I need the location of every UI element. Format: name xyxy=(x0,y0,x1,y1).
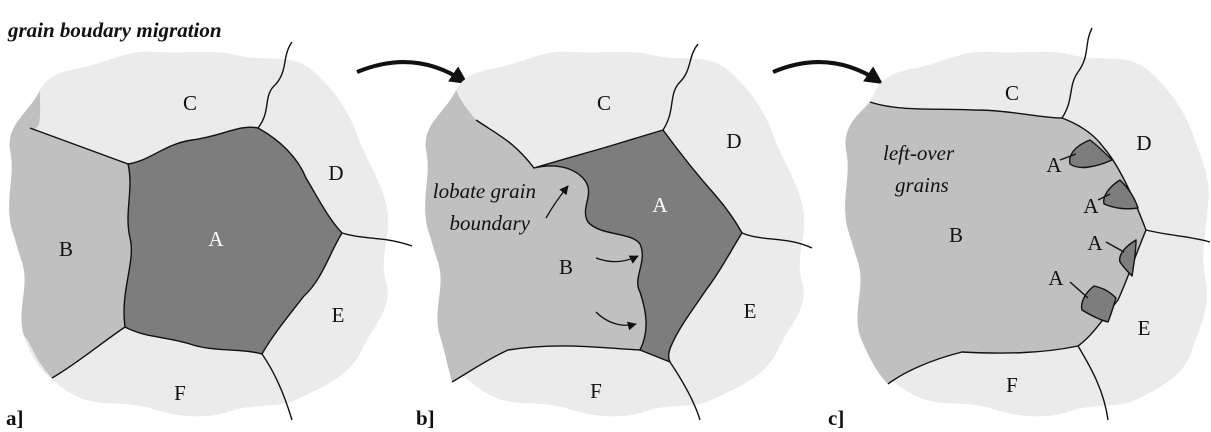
grain-label-b: B xyxy=(59,237,73,261)
leftover-leader-4 xyxy=(1069,281,1089,299)
leftover-label-a-2: A xyxy=(1083,194,1099,218)
boundary-c-d xyxy=(257,41,293,129)
leftover-annotation-line1: left-over xyxy=(883,141,955,165)
leftover-grain-a-1 xyxy=(1068,139,1113,169)
panel-b: lobate grain boundary A B C D E F b] xyxy=(416,43,813,430)
panel-label-c: c] xyxy=(828,406,844,430)
boundary-e-f xyxy=(669,361,701,421)
leftover-grain-a-2 xyxy=(1103,179,1139,210)
migration-arrow-lower xyxy=(595,311,637,331)
lobate-annotation-line2: boundary xyxy=(450,211,531,235)
grain-b-region xyxy=(425,90,647,382)
grain-label-a: A xyxy=(208,227,224,251)
leftover-leader-1 xyxy=(1059,153,1077,161)
grain-label-c: C xyxy=(183,91,197,115)
leftover-leader-3 xyxy=(1105,241,1125,253)
leftover-label-a-1: A xyxy=(1046,153,1062,177)
transition-arrow-b-to-c xyxy=(772,60,883,85)
boundary-b-c xyxy=(869,101,1063,119)
boundary-b-f xyxy=(887,345,1079,385)
grain-label-b: B xyxy=(559,255,573,279)
grain-label-d: D xyxy=(328,161,343,185)
grain-label-e: E xyxy=(744,299,757,323)
leftover-grain-a-3 xyxy=(1119,239,1137,277)
transition-arrow-a-to-b xyxy=(356,60,468,85)
grain-label-e: E xyxy=(1138,316,1151,340)
boundary-d-e xyxy=(741,232,813,249)
figure-title: grain boudary migration xyxy=(7,18,222,42)
boundary-b-f xyxy=(451,345,641,383)
migration-arrow-upper xyxy=(595,255,639,264)
grain-label-c: C xyxy=(1005,81,1019,105)
grain-b-region xyxy=(9,90,132,378)
panel-label-b: b] xyxy=(416,406,435,430)
boundary-c-d xyxy=(662,43,699,131)
leftover-grain-a-4 xyxy=(1080,285,1117,323)
lobate-annotation-line1: lobate grain xyxy=(433,179,536,203)
leftover-label-a-3: A xyxy=(1087,231,1103,255)
grain-label-e: E xyxy=(332,303,345,327)
grain-b-region xyxy=(845,102,1146,384)
grain-label-d: D xyxy=(726,129,741,153)
grain-label-f: F xyxy=(174,381,186,405)
leftover-annotation-line2: grains xyxy=(895,173,949,197)
boundary-d-e xyxy=(341,232,413,247)
boundary-e-f xyxy=(261,353,293,421)
grain-a-region xyxy=(123,126,343,355)
boundary-d-e xyxy=(1145,229,1211,243)
panel-a: A B C D E F a] xyxy=(6,41,413,430)
grain-label-b: B xyxy=(949,223,963,247)
grain-label-f: F xyxy=(590,379,602,403)
panel-c: A A A A left-over grains B C D E F c] xyxy=(828,27,1211,430)
boundary-e-f xyxy=(1077,345,1109,421)
grain-label-c: C xyxy=(597,91,611,115)
boundary-c-d xyxy=(1061,27,1093,119)
grain-label-f: F xyxy=(1006,373,1018,397)
grain-label-a: A xyxy=(652,193,668,217)
lobate-boundary-arrow xyxy=(545,185,569,219)
boundary-b-c xyxy=(475,119,535,169)
boundary-b-c xyxy=(29,127,129,165)
boundary-b-f xyxy=(51,326,126,379)
panel-label-a: a] xyxy=(6,406,24,430)
leftover-label-a-4: A xyxy=(1048,266,1064,290)
grain-a-region xyxy=(533,129,743,363)
grain-label-d: D xyxy=(1136,131,1151,155)
leftover-leader-2 xyxy=(1097,193,1111,201)
